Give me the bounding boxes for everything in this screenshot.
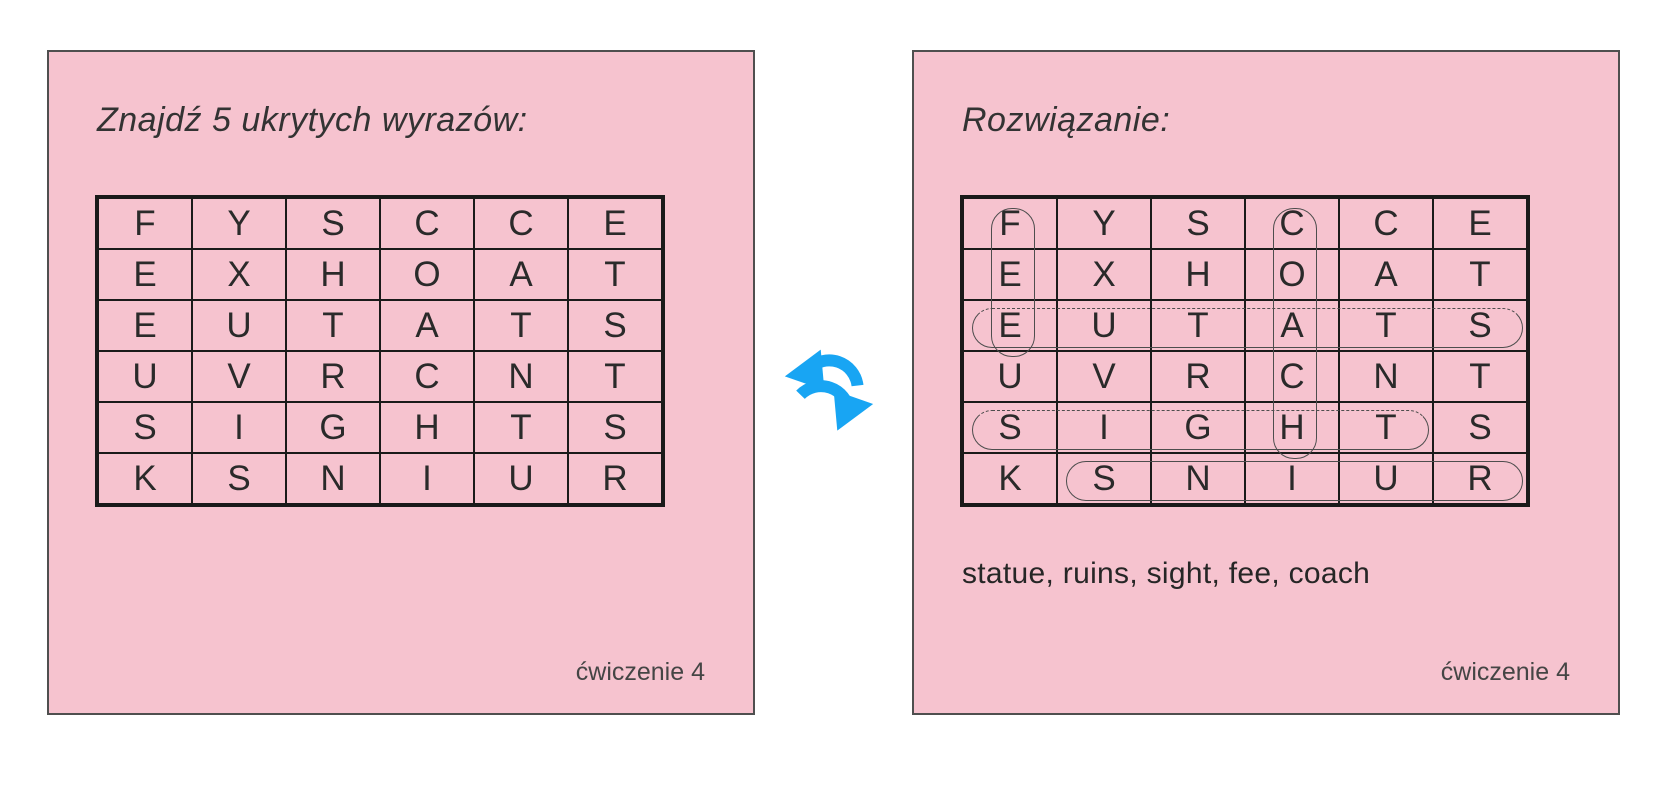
grid-cell-r6c1: K	[963, 453, 1057, 504]
grid-cell-r1c6: E	[568, 198, 662, 249]
grid-cell-r5c5: T	[1339, 402, 1433, 453]
exercise-label: ćwiczenie 4	[1440, 658, 1570, 686]
grid-cell-r4c5: N	[1339, 351, 1433, 402]
grid-cell-r6c4: I	[380, 453, 474, 504]
grid-cell-r5c5: T	[474, 402, 568, 453]
grid-cell-r2c1: E	[963, 249, 1057, 300]
grid-cell-r5c6: S	[1433, 402, 1527, 453]
grid-cell-r1c1: F	[963, 198, 1057, 249]
grid-cell-r6c6: R	[568, 453, 662, 504]
grid-cell-r6c3: N	[286, 453, 380, 504]
refresh-icon[interactable]	[783, 334, 875, 450]
grid-cell-r1c4: C	[1245, 198, 1339, 249]
grid-cell-r4c2: V	[1057, 351, 1151, 402]
solution-title: Rozwiązanie:	[962, 101, 1171, 139]
grid-cell-r3c4: A	[380, 300, 474, 351]
solution-words: statue, ruins, sight, fee, coach	[962, 557, 1371, 590]
grid-cell-r2c4: O	[380, 249, 474, 300]
grid-cell-r2c5: A	[474, 249, 568, 300]
grid-cell-r4c3: R	[286, 351, 380, 402]
grid-cell-r1c2: Y	[1057, 198, 1151, 249]
grid-cell-r3c1: E	[98, 300, 192, 351]
grid-cell-r2c5: A	[1339, 249, 1433, 300]
grid-cell-r5c3: G	[1151, 402, 1245, 453]
exercise-label: ćwiczenie 4	[575, 658, 705, 686]
grid-cell-r2c4: O	[1245, 249, 1339, 300]
grid-cell-r1c4: C	[380, 198, 474, 249]
grid-cell-r5c2: I	[192, 402, 286, 453]
grid-cell-r1c2: Y	[192, 198, 286, 249]
grid-cell-r2c3: H	[286, 249, 380, 300]
grid-cell-r1c5: C	[1339, 198, 1433, 249]
grid-cell-r6c2: S	[192, 453, 286, 504]
refresh-top-arrowhead	[784, 349, 825, 391]
grid-cell-r3c2: U	[192, 300, 286, 351]
grid-cell-r1c3: S	[1151, 198, 1245, 249]
grid-cell-r3c5: T	[474, 300, 568, 351]
grid-cell-r6c5: U	[474, 453, 568, 504]
grid-cell-r4c3: R	[1151, 351, 1245, 402]
grid-cell-r6c3: N	[1151, 453, 1245, 504]
grid-cell-r3c2: U	[1057, 300, 1151, 351]
grid-cell-r3c1: E	[963, 300, 1057, 351]
grid-cell-r4c1: U	[963, 351, 1057, 402]
grid-cell-r3c6: S	[568, 300, 662, 351]
grid-cell-r5c3: G	[286, 402, 380, 453]
grid-cell-r2c6: T	[1433, 249, 1527, 300]
grid-cell-r3c3: T	[286, 300, 380, 351]
grid-cell-r4c2: V	[192, 351, 286, 402]
grid-cell-r6c6: R	[1433, 453, 1527, 504]
grid-cell-r5c1: S	[98, 402, 192, 453]
grid-cell-r5c4: H	[1245, 402, 1339, 453]
grid-cell-r4c4: C	[1245, 351, 1339, 402]
grid-cell-r2c6: T	[568, 249, 662, 300]
grid-cell-r3c5: T	[1339, 300, 1433, 351]
grid-cell-r1c3: S	[286, 198, 380, 249]
grid-cell-r2c1: E	[98, 249, 192, 300]
grid-cell-r5c6: S	[568, 402, 662, 453]
grid-cell-r6c4: I	[1245, 453, 1339, 504]
grid-cell-r3c3: T	[1151, 300, 1245, 351]
grid-cell-r6c2: S	[1057, 453, 1151, 504]
grid-cell-r4c5: N	[474, 351, 568, 402]
grid-cell-r4c6: T	[568, 351, 662, 402]
grid-cell-r2c3: H	[1151, 249, 1245, 300]
puzzle-title: Znajdź 5 ukrytych wyrazów:	[97, 101, 528, 139]
refresh-bottom-arrowhead	[833, 390, 874, 431]
grid-cell-r1c1: F	[98, 198, 192, 249]
grid-cell-r1c5: C	[474, 198, 568, 249]
grid-cell-r4c4: C	[380, 351, 474, 402]
grid-cell-r3c6: S	[1433, 300, 1527, 351]
grid-cell-r4c1: U	[98, 351, 192, 402]
swap-toggle[interactable]	[783, 334, 875, 450]
grid-cell-r4c6: T	[1433, 351, 1527, 402]
grid-cell-r6c5: U	[1339, 453, 1433, 504]
grid-cell-r5c4: H	[380, 402, 474, 453]
grid-cell-r6c1: K	[98, 453, 192, 504]
grid-cell-r5c1: S	[963, 402, 1057, 453]
grid-cell-r2c2: X	[192, 249, 286, 300]
grid-cell-r1c6: E	[1433, 198, 1527, 249]
grid-cell-r2c2: X	[1057, 249, 1151, 300]
grid-cell-r3c4: A	[1245, 300, 1339, 351]
grid-cell-r5c2: I	[1057, 402, 1151, 453]
